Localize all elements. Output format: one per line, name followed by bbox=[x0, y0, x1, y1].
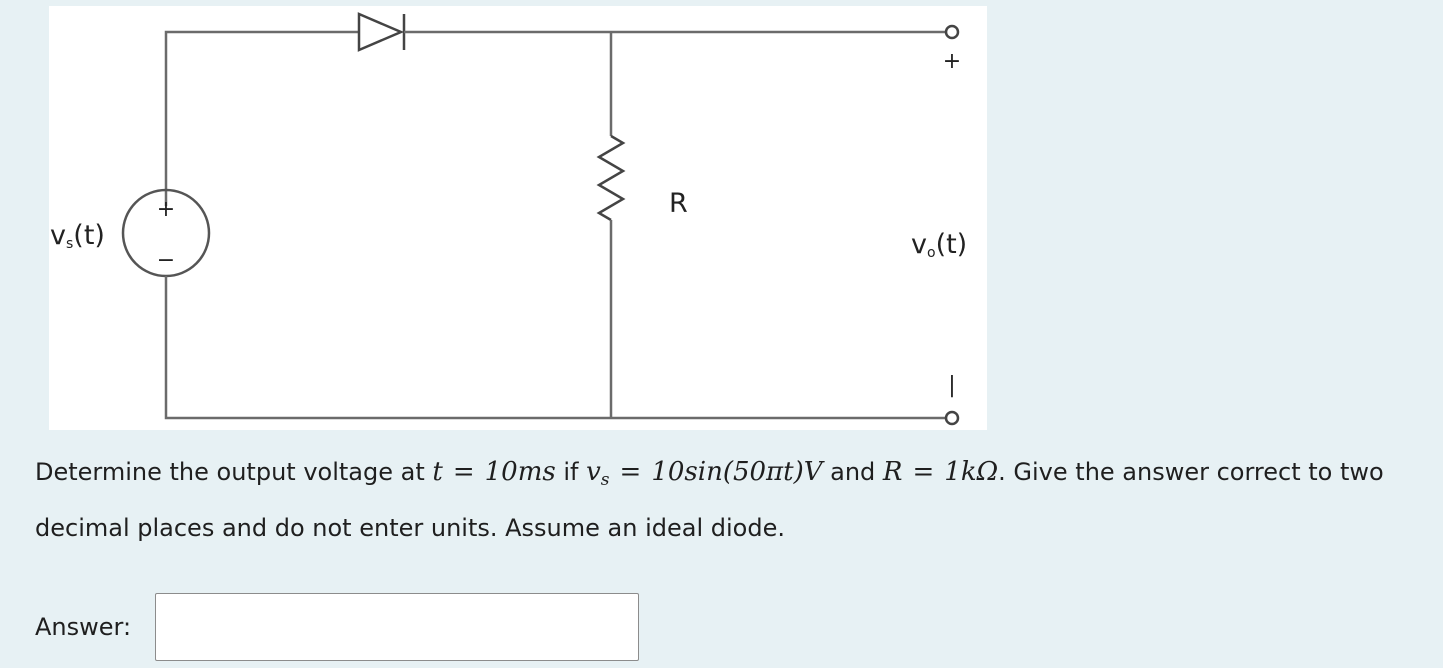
math-r-value: 1kΩ bbox=[944, 457, 999, 487]
math-vs: vs = 10sin(50πt)V bbox=[586, 457, 823, 490]
math-vs-sub: s bbox=[600, 470, 610, 490]
math-vs-expr: 10sin(50πt)V bbox=[651, 457, 823, 487]
source-minus-sign: − bbox=[157, 248, 175, 273]
output-terminal-bottom bbox=[944, 410, 960, 426]
question-text-part-3: and bbox=[822, 458, 883, 486]
output-minus-sign: | bbox=[948, 373, 955, 398]
source-label: vs(t) bbox=[50, 220, 105, 252]
resistor-label: R bbox=[669, 188, 688, 219]
math-eq-2: = bbox=[619, 457, 642, 487]
circuit-schematic: + − vs(t) R + vo(t) | bbox=[50, 12, 967, 426]
output-terminal-top bbox=[944, 24, 960, 40]
source-label-arg: (t) bbox=[73, 220, 105, 251]
output-label: vo(t) bbox=[911, 229, 967, 261]
output-plus-sign: + bbox=[943, 49, 961, 74]
wire-left-bottom bbox=[164, 276, 945, 420]
question-text: Determine the output voltage at t = 10ms i… bbox=[35, 448, 1440, 552]
question-text-part-1: Determine the output voltage at bbox=[35, 458, 433, 486]
math-r: R = 1kΩ bbox=[883, 457, 998, 487]
source-label-sub: s bbox=[66, 236, 73, 252]
output-label-arg: (t) bbox=[936, 229, 968, 260]
source-label-main: v bbox=[50, 220, 66, 251]
wire-top-left bbox=[164, 30, 359, 206]
answer-label: Answer: bbox=[35, 613, 132, 641]
question-text-part-4: . Give the answer correct to two decimal… bbox=[35, 458, 1384, 542]
answer-input[interactable] bbox=[155, 593, 639, 661]
resistor-zigzag bbox=[596, 134, 626, 222]
circuit-diagram: + − vs(t) R + vo(t) | bbox=[49, 6, 987, 430]
output-label-sub: o bbox=[927, 245, 936, 261]
diode-triangle bbox=[357, 12, 405, 52]
math-t-value: 10ms bbox=[484, 457, 556, 487]
math-t-var: t bbox=[432, 457, 443, 487]
math-eq-1: = bbox=[452, 457, 475, 487]
source-plus-sign: + bbox=[157, 197, 175, 222]
math-eq-3: = bbox=[912, 457, 935, 487]
output-label-main: v bbox=[911, 229, 927, 260]
question-text-part-2: if bbox=[555, 458, 587, 486]
math-vs-var: v bbox=[586, 457, 601, 487]
math-r-var: R bbox=[882, 457, 903, 487]
math-time: t = 10ms bbox=[432, 457, 555, 487]
answer-row: Answer: bbox=[35, 592, 639, 662]
